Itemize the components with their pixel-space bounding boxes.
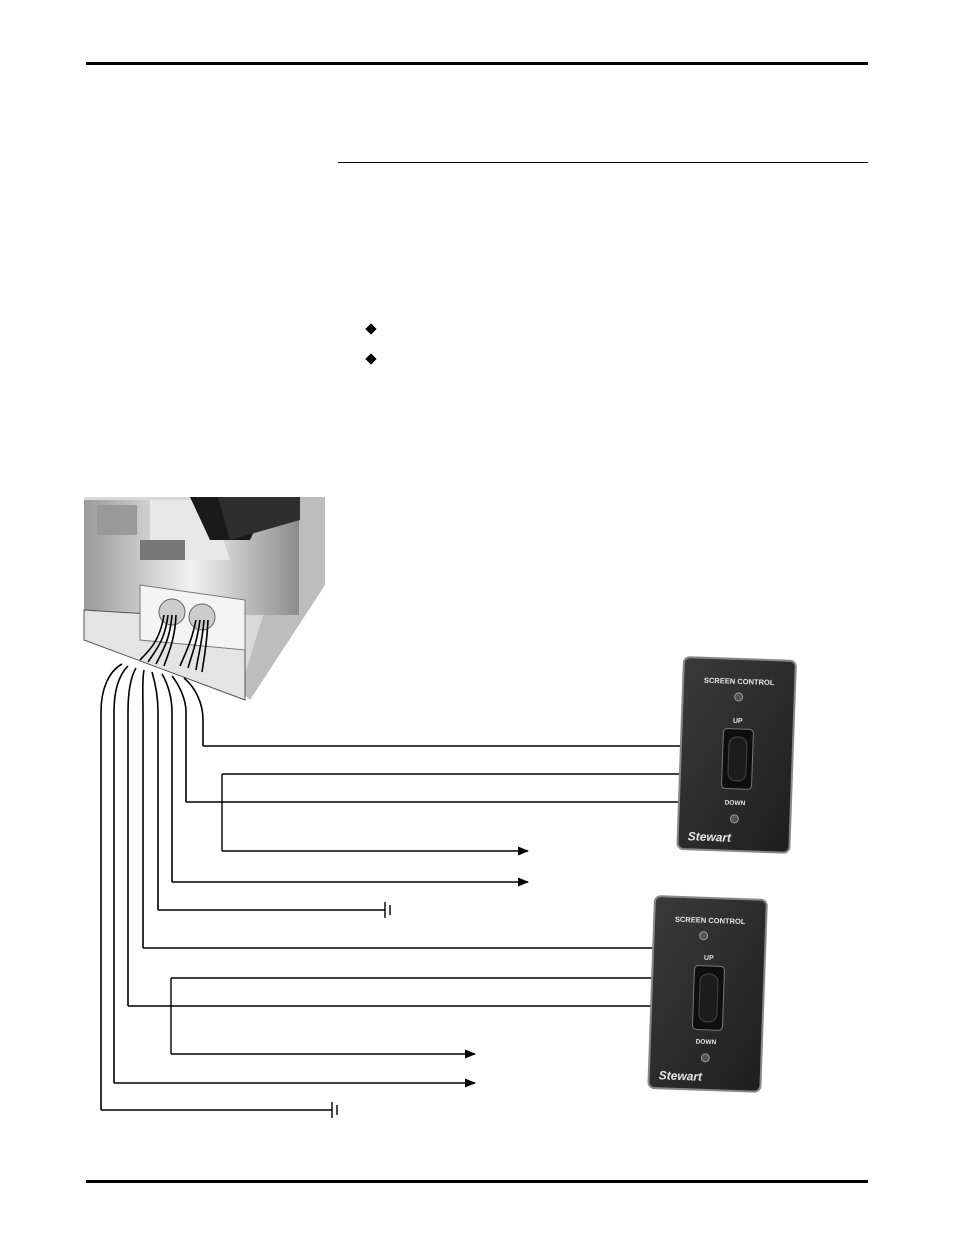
switch-2-up-label: UP — [704, 955, 714, 962]
switch-2-down-label: DOWN — [696, 1039, 717, 1047]
wall-switch-2: SCREEN CONTROL UP DOWN Stewart — [647, 895, 768, 1093]
wire-bundle — [100, 663, 204, 1110]
section-rule — [338, 162, 868, 163]
bottom-rule — [86, 1180, 868, 1183]
screen-housing-illustration — [83, 497, 325, 701]
switch-1-down-label: DOWN — [725, 800, 746, 808]
wire-runs — [101, 745, 688, 1111]
switch-2-brand: Stewart — [659, 1068, 704, 1084]
wall-switch-1: SCREEN CONTROL UP DOWN Stewart — [676, 656, 797, 854]
ground-symbol-2 — [331, 1102, 338, 1118]
switch-1-title: SCREEN CONTROL — [704, 676, 775, 687]
top-rule — [86, 62, 868, 65]
switch-1-up-label: UP — [733, 718, 743, 725]
switch-1-brand: Stewart — [688, 829, 733, 845]
ground-symbol-1 — [384, 902, 391, 918]
switch-2-title: SCREEN CONTROL — [675, 915, 746, 926]
